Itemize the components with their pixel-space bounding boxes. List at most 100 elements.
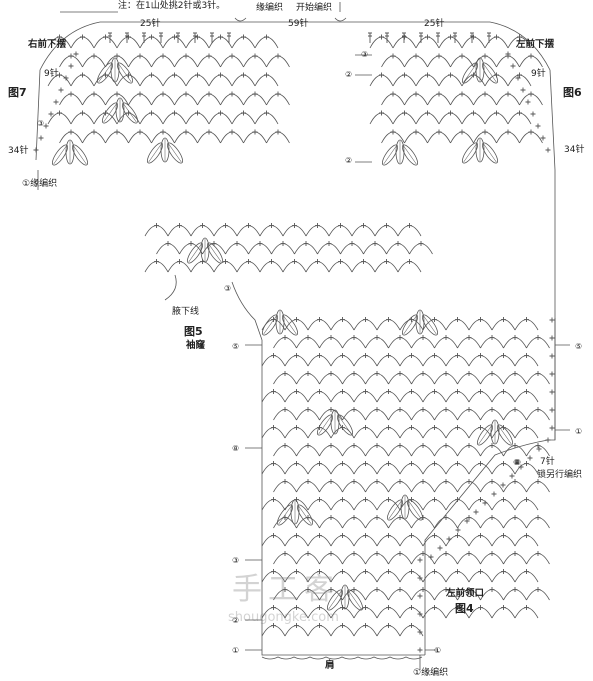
fig4-mesh-sc — [340, 425, 345, 431]
fig5-mesh-sc — [188, 241, 194, 247]
fig4-mesh-sc — [328, 587, 334, 593]
fig6-mesh-sc — [448, 34, 453, 40]
fig4-mesh-sc — [466, 335, 472, 341]
fig4-mesh-sc — [524, 425, 529, 431]
fig4-mesh-sc — [535, 479, 541, 485]
fig7-mesh-sc — [80, 72, 85, 78]
leaf-vein — [148, 143, 162, 163]
row-mark-fig4-r1-right-bottom: ① — [434, 646, 442, 655]
leaf-vein — [318, 415, 332, 435]
fig7-mesh-sc — [252, 129, 258, 135]
fig4-mesh-sc — [478, 425, 483, 431]
fig4-mesh-sc — [443, 587, 449, 593]
fig4-mesh-sc — [478, 389, 483, 395]
fig4-mesh-sc — [328, 443, 334, 449]
fig6-count-9: 9针 — [531, 69, 546, 79]
leaf-vein — [103, 103, 117, 123]
fig7-leaf — [71, 144, 89, 166]
row-mark-fig6-r2a: ② — [345, 70, 353, 79]
fig4-mesh-sc — [328, 515, 334, 521]
leaf-vein — [123, 103, 137, 123]
fig4-mesh-sc — [386, 353, 391, 359]
fig7-mesh-sc — [252, 53, 258, 59]
fig4-mesh-sc — [466, 551, 472, 557]
fig6-edge-sc — [515, 75, 521, 81]
fig4-mesh-sc — [282, 587, 288, 593]
row-mark-fig4-r5-left: ⑤ — [232, 342, 240, 351]
fig4-mesh-sc — [489, 371, 495, 377]
fig7-mesh-sc — [241, 34, 246, 40]
leaf-vein — [168, 143, 182, 163]
fig4-mesh-sc — [466, 443, 472, 449]
fig4-mesh-sc — [397, 587, 403, 593]
fig5-mesh-sc — [338, 223, 343, 229]
fig4-mesh-sc — [397, 443, 403, 449]
row-mark-fig6-r8: ⑧ — [513, 458, 521, 467]
fig4-mesh-sc — [294, 461, 299, 467]
fig7-mesh-sc — [68, 91, 74, 97]
fig4-mesh-sc — [489, 587, 495, 593]
fig5-mesh-sc — [384, 259, 389, 265]
fig7-mesh-sc — [264, 110, 269, 116]
fig7-title: 图7 — [8, 86, 27, 99]
fig6-mesh-sc — [494, 34, 499, 40]
fig4-mesh-sc — [328, 335, 334, 341]
fig6-top-dc — [453, 32, 457, 43]
fig4-mesh-sc — [386, 497, 391, 503]
shoulder-label: 肩 — [325, 660, 335, 671]
fig5-mesh-sc — [154, 259, 159, 265]
fig4-right-edge-sc — [549, 425, 555, 431]
fig5-mesh-sc — [269, 223, 274, 229]
fig6-top-dc — [436, 32, 440, 43]
fig4-mesh-sc — [524, 569, 529, 575]
fig5-mesh-sc — [361, 223, 366, 229]
fig4-right-edge-sc — [549, 335, 555, 341]
stitch-diagram — [33, 2, 570, 670]
fig5-mesh-sc — [315, 223, 320, 229]
row-mark-fig4-r3-left: ③ — [232, 556, 240, 565]
fig4-mesh-sc — [535, 443, 541, 449]
fig7-mesh-sc — [160, 129, 166, 135]
fig4-right-edge-sc — [549, 353, 555, 359]
underarm-curve — [164, 274, 177, 301]
fig4-mesh-sc — [443, 407, 449, 413]
fig4-mesh-sc — [271, 389, 276, 395]
fig4-neck-side-sc — [417, 593, 423, 599]
neckline-sc — [527, 455, 533, 461]
fig7-mesh-sc — [80, 34, 85, 40]
fig5-mesh-sc — [246, 223, 251, 229]
row-mark-fig4-r2-left: ② — [232, 616, 240, 625]
fig6-mesh-sc — [459, 53, 465, 59]
fig4-title: 图4 — [455, 602, 474, 615]
fig6-mesh-sc — [390, 129, 396, 135]
fig4-mesh-sc — [397, 335, 403, 341]
fig4-mesh-sc — [317, 353, 322, 359]
fig5-mesh-sc — [384, 223, 389, 229]
fig4-mesh-sc — [524, 389, 529, 395]
fig7-mesh-sc — [91, 91, 97, 97]
fig6-mesh-sc — [390, 53, 396, 59]
fig4-mesh-sc — [501, 461, 506, 467]
fig6-row-arrows — [355, 54, 372, 163]
fig4-mesh-sc — [351, 335, 357, 341]
neckline-sc — [536, 446, 542, 452]
fig5-mesh-sc — [395, 241, 401, 247]
fig4-mesh-sc — [524, 461, 529, 467]
fig4-mesh-sc — [340, 497, 345, 503]
fig4-mesh-sc — [512, 407, 518, 413]
fig4-mesh-sc — [432, 353, 437, 359]
fig4-mesh-sc — [374, 587, 380, 593]
fig7-mesh-sc — [126, 72, 131, 78]
fig4-mesh-sc — [271, 569, 276, 575]
fig4-mesh-sc — [374, 515, 380, 521]
fig4-mesh-sc — [512, 371, 518, 377]
fig4-mesh-sc — [535, 371, 541, 377]
fig6-mesh-sc — [402, 72, 407, 78]
fig6-mesh-sc — [436, 91, 442, 97]
fig4-mesh-sc — [489, 551, 495, 557]
leaf-vein — [53, 145, 67, 165]
fig4-left-row-arrows — [245, 344, 262, 651]
fig5-mesh-sc — [246, 259, 251, 265]
fig7-mesh-sc — [57, 72, 62, 78]
fig4-mesh-sc — [305, 335, 311, 341]
